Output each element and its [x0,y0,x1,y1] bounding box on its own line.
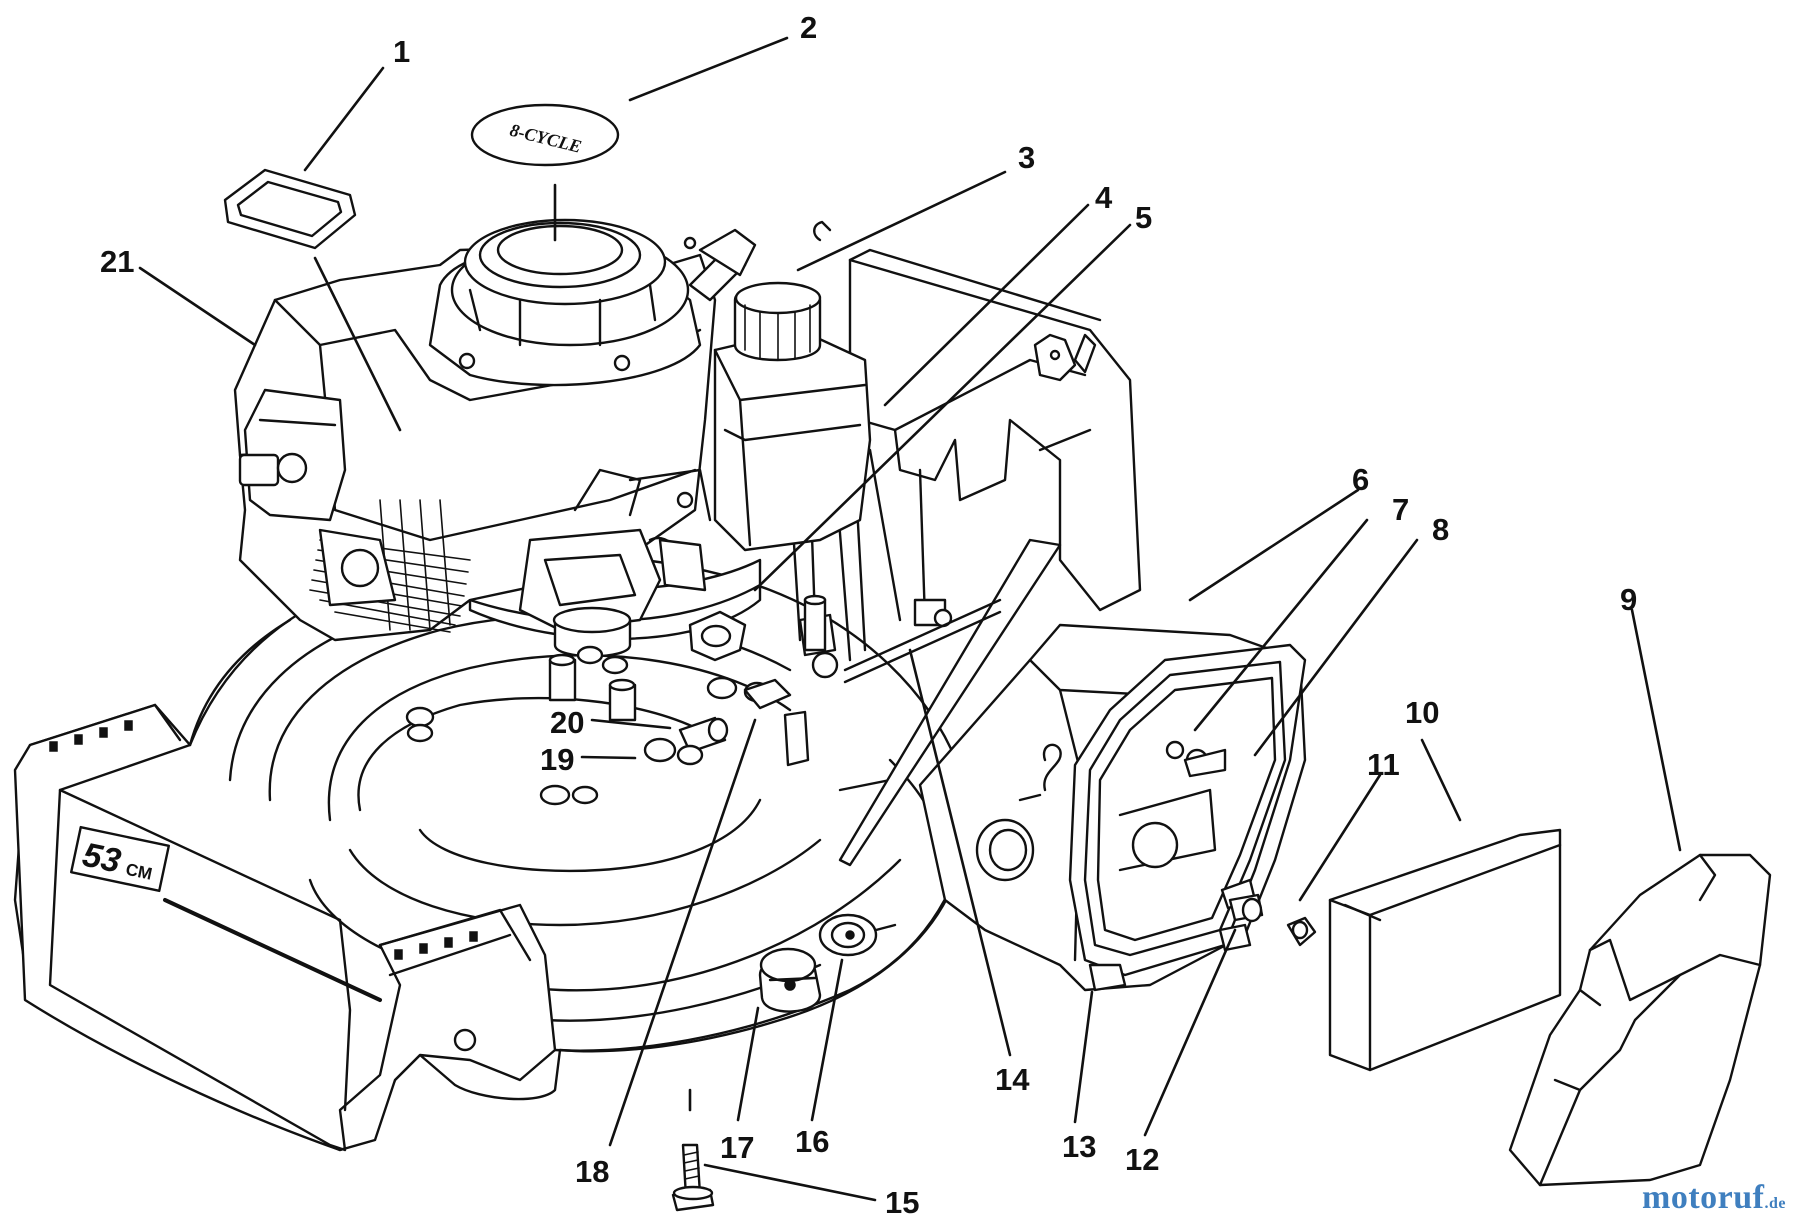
callout-12: 12 [1125,1142,1159,1177]
watermark-name: motoruf [1642,1179,1765,1216]
fuel-tank [713,220,872,552]
callout-20: 20 [550,705,584,740]
callout-labels: 1 2 3 4 5 6 7 8 9 10 11 12 13 14 15 16 1… [100,10,1637,1220]
callout-19: 19 [540,742,574,777]
callout-15: 15 [885,1185,919,1220]
rear-baffle [788,248,1142,867]
callout-13: 13 [1062,1129,1096,1164]
callout-10: 10 [1405,695,1439,730]
engine [233,218,762,658]
callout-16: 16 [795,1124,829,1159]
callout-3: 3 [1018,140,1035,175]
air-filter [1328,828,1562,1072]
callout-18: 18 [575,1154,609,1189]
callout-2: 2 [800,10,817,45]
callout-8: 8 [1432,512,1449,547]
callout-7: 7 [1392,492,1409,527]
gasket-and-fasteners [405,594,827,806]
callout-1: 1 [393,34,410,69]
callout-5: 5 [1135,200,1152,235]
mounting-bolt [671,1143,715,1212]
decal-plate [223,168,357,250]
callout-17: 17 [720,1130,754,1165]
callout-14: 14 [995,1062,1030,1097]
watermark-logo: motoruf.de [1642,1179,1786,1217]
callout-6: 6 [1352,462,1369,497]
callout-9: 9 [1620,582,1637,617]
decal-oval: 8-CYCLE [470,103,620,167]
callout-11: 11 [1367,747,1400,782]
rear-wheel-parts [758,913,897,1013]
callout-4: 4 [1095,180,1113,215]
leader-lines [138,36,1682,1202]
air-cleaner-cover [1508,853,1772,1187]
callout-21: 21 [100,244,134,279]
watermark-tld: .de [1764,1195,1786,1212]
deck-size-number: 53 [79,836,124,881]
air-cleaner-base [918,623,1317,992]
